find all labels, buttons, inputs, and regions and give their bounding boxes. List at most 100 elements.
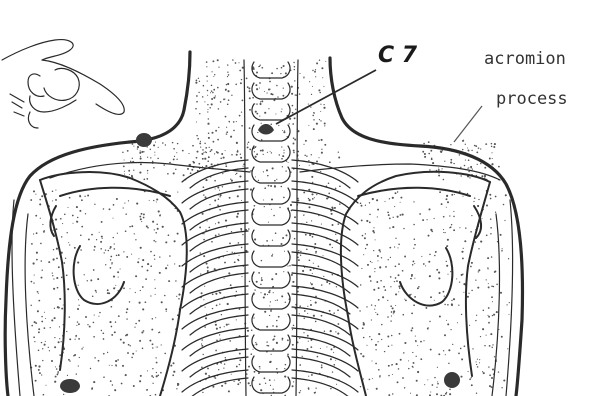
stipple-dot	[239, 115, 241, 117]
stipple-dot	[178, 298, 180, 300]
stipple-dot	[444, 304, 445, 305]
stipple-dot	[156, 346, 157, 347]
stipple-dot	[126, 308, 128, 310]
stipple-dot	[315, 76, 316, 77]
stipple-dot	[274, 186, 276, 188]
stipple-shading	[30, 59, 510, 396]
stipple-dot	[385, 266, 387, 268]
stipple-dot	[39, 203, 41, 205]
stipple-dot	[203, 255, 205, 257]
stipple-dot	[35, 215, 37, 217]
stipple-dot	[467, 296, 469, 298]
stipple-dot	[284, 130, 285, 131]
stipple-dot	[412, 327, 414, 329]
stipple-dot	[382, 296, 384, 298]
stipple-dot	[488, 322, 490, 324]
stipple-dot	[256, 113, 258, 115]
stipple-dot	[396, 363, 398, 365]
stipple-dot	[246, 78, 248, 80]
stipple-dot	[400, 202, 401, 203]
stipple-dot	[152, 221, 154, 223]
stipple-dot	[363, 324, 365, 326]
stipple-dot	[124, 174, 125, 175]
stipple-dot	[459, 227, 460, 228]
stipple-dot	[395, 238, 396, 239]
stipple-dot	[224, 98, 225, 99]
stipple-dot	[491, 146, 493, 148]
stipple-dot	[362, 355, 364, 357]
stipple-dot	[147, 173, 148, 174]
stipple-dot	[254, 238, 256, 240]
stipple-dot	[491, 256, 493, 258]
stipple-dot	[135, 239, 136, 240]
stipple-dot	[202, 149, 204, 151]
stipple-dot	[235, 174, 236, 175]
stipple-dot	[264, 187, 266, 189]
stipple-dot	[486, 279, 487, 280]
stipple-dot	[153, 144, 155, 146]
stipple-dot	[306, 156, 307, 157]
stipple-dot	[57, 287, 59, 289]
stipple-dot	[141, 151, 143, 153]
stipple-dot	[371, 360, 372, 361]
stipple-dot	[315, 251, 317, 253]
stipple-dot	[446, 261, 447, 262]
stipple-dot	[321, 149, 322, 150]
stipple-dot	[111, 306, 112, 307]
stipple-dot	[230, 136, 232, 138]
stipple-dot	[93, 269, 95, 271]
stipple-dot	[451, 300, 452, 301]
stipple-dot	[152, 343, 154, 345]
stipple-dot	[268, 345, 270, 347]
stipple-dot	[196, 121, 197, 122]
stipple-dot	[416, 380, 418, 382]
stipple-dot	[200, 147, 201, 148]
stipple-dot	[472, 169, 473, 170]
stipple-dot	[56, 248, 58, 250]
stipple-dot	[378, 299, 380, 301]
stipple-dot	[91, 389, 92, 390]
stipple-dot	[501, 387, 502, 388]
stipple-dot	[75, 336, 76, 337]
stipple-dot	[209, 107, 211, 109]
stipple-dot	[429, 321, 430, 322]
stipple-dot	[432, 162, 434, 164]
stipple-dot	[261, 100, 263, 102]
stipple-dot	[261, 123, 262, 124]
stipple-dot	[371, 304, 372, 305]
stipple-dot	[285, 72, 287, 74]
stipple-dot	[208, 137, 210, 139]
stipple-dot	[293, 150, 295, 152]
stipple-dot	[271, 198, 273, 200]
stipple-dot	[207, 123, 209, 125]
stipple-dot	[57, 373, 58, 374]
stipple-dot	[292, 112, 294, 114]
stipple-dot	[166, 311, 167, 312]
stipple-dot	[469, 378, 471, 380]
stipple-dot	[93, 322, 95, 324]
stipple-dot	[282, 166, 283, 167]
stipple-dot	[111, 326, 113, 328]
stipple-dot	[302, 356, 303, 357]
stipple-dot	[302, 270, 304, 272]
stipple-dot	[280, 73, 281, 74]
stipple-dot	[363, 337, 365, 339]
stipple-dot	[200, 273, 201, 274]
stipple-dot	[192, 161, 194, 163]
stipple-dot	[389, 218, 391, 220]
stipple-dot	[436, 269, 438, 271]
stipple-dot	[256, 281, 258, 283]
stipple-dot	[150, 157, 151, 158]
stipple-dot	[478, 248, 479, 249]
stipple-dot	[321, 315, 323, 317]
stipple-dot	[56, 277, 58, 279]
stipple-dot	[173, 148, 175, 150]
stipple-dot	[69, 338, 71, 340]
stipple-dot	[432, 384, 434, 386]
stipple-dot	[318, 266, 320, 268]
stipple-dot	[58, 341, 60, 343]
stipple-dot	[394, 281, 395, 282]
stipple-dot	[488, 307, 490, 309]
stipple-dot	[338, 152, 339, 153]
stipple-dot	[307, 306, 308, 307]
